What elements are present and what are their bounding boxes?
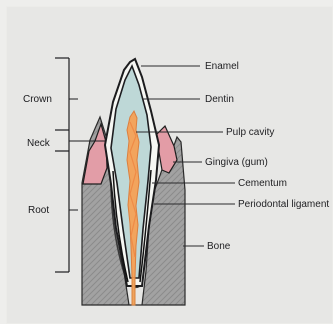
root-canal-tail (132, 278, 135, 305)
enamel-label: Enamel (205, 61, 239, 72)
neck-label: Neck (27, 138, 51, 149)
dentin-label: Dentin (205, 94, 234, 105)
crown-label: Crown (23, 94, 52, 105)
pulp-cavity-label: Pulp cavity (226, 127, 274, 138)
root-label: Root (28, 205, 49, 216)
bone-label: Bone (207, 241, 231, 252)
cementum-label: Cementum (238, 178, 287, 189)
gingiva-label: Gingiva (gum) (205, 157, 268, 168)
periodontal-ligament-label: Periodontal ligament (238, 199, 329, 210)
